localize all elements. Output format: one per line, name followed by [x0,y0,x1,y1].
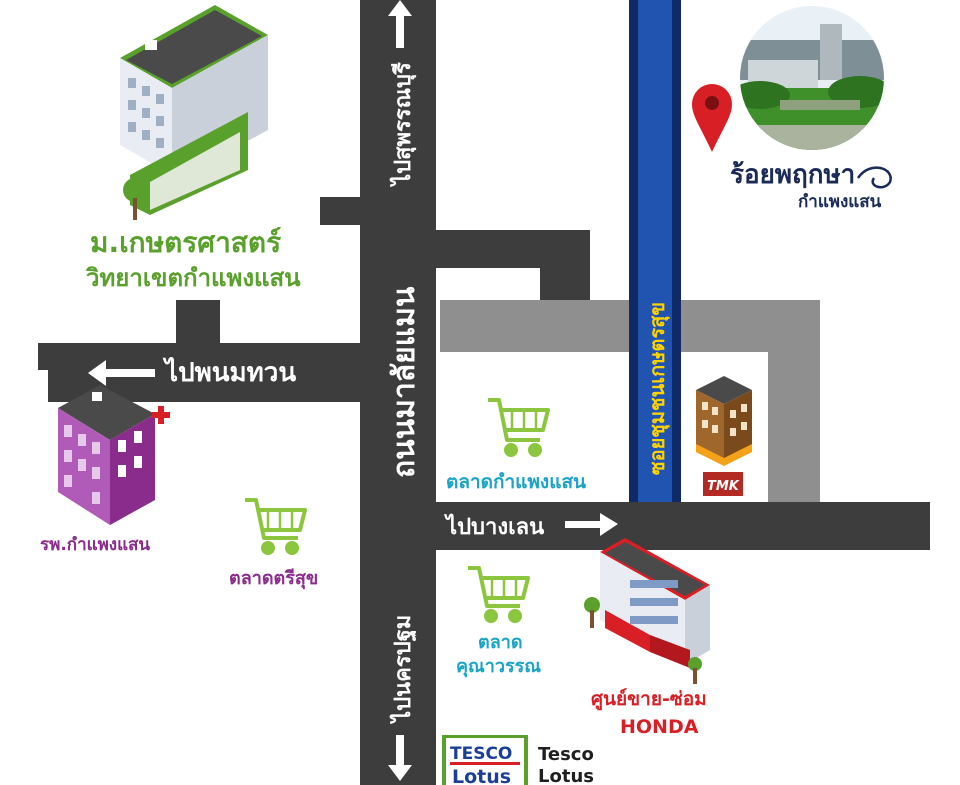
honda-label-line2: HONDA [620,716,699,738]
tesco-logo-top: TESCO [450,744,512,764]
road-label-main: ถนนมาลัยแมน [387,286,422,478]
arrow-icon [396,10,404,48]
arrow-icon [100,369,155,377]
tree-icon [584,597,600,613]
roads [38,0,930,785]
arrow-icon-head [388,0,412,16]
road-label-soi: ซอยชุมชนเกษตรสุข [645,302,670,475]
road-label-east: ไปบางเลน [444,513,544,540]
destination-photo [740,6,884,150]
road-stub-university [176,300,220,344]
destination-label-line2: กำแพงแสน [798,192,882,212]
market-khunawan-label-line2: คุณาวรรณ [456,656,541,678]
road-gray-right [768,300,820,502]
tree-icon [123,178,147,202]
road-label-north: ไปสุพรรณบุรี [389,62,417,187]
hospital-building-icon [58,385,170,525]
road-east [436,502,930,550]
university-label-line1: ม.เกษตรศาสตร์ [90,226,281,259]
road-west [38,343,362,402]
market-kamphaengsaen-label: ตลาดกำแพงแสน [446,471,586,493]
tmk-logo-text: TMK [707,479,740,494]
shopping-cart-icon [245,498,307,555]
road-label-west: ไปพนมทวน [162,356,296,388]
university-label-line2: วิทยาเขตกำแพงแสน [85,264,301,292]
arrow-icon-head [600,513,618,536]
road-label-south: ไปนครปฐม [389,615,417,724]
shopping-cart-icon [488,398,550,457]
road-main [360,0,436,785]
university-building-icon [120,5,268,220]
tmk-logo [703,472,743,496]
tesco-logo-bottom: Lotus [452,766,511,785]
tesco-lotus-logo [442,735,528,785]
road-arrows [88,0,618,781]
market-trisuk-label: ตลาดตรีสุข [229,568,318,590]
road-stub-left [320,197,362,225]
destination-swash [856,166,892,189]
arrow-icon-head [88,360,106,386]
honda-building-icon [584,538,710,684]
destination-label-line1: ร้อยพฤกษา [730,160,855,190]
honda-label-line1: ศูนย์ขาย-ซ่อม [591,688,707,711]
location-pin-icon [692,84,732,152]
tesco-label-line2: Lotus [538,766,594,785]
shop-building-icon [696,376,752,496]
arrow-icon [565,521,605,528]
tesco-label-line1: Tesco [538,744,594,765]
arrow-icon [396,735,404,771]
road-step [430,230,590,300]
road-soi-inner [638,0,672,502]
tree-icon [688,657,702,671]
arrow-icon-head [388,765,412,781]
hospital-label: รพ.กำแพงแสน [40,535,150,555]
market-khunawan-label-line1: ตลาด [478,632,523,653]
shopping-cart-icon [468,566,530,623]
